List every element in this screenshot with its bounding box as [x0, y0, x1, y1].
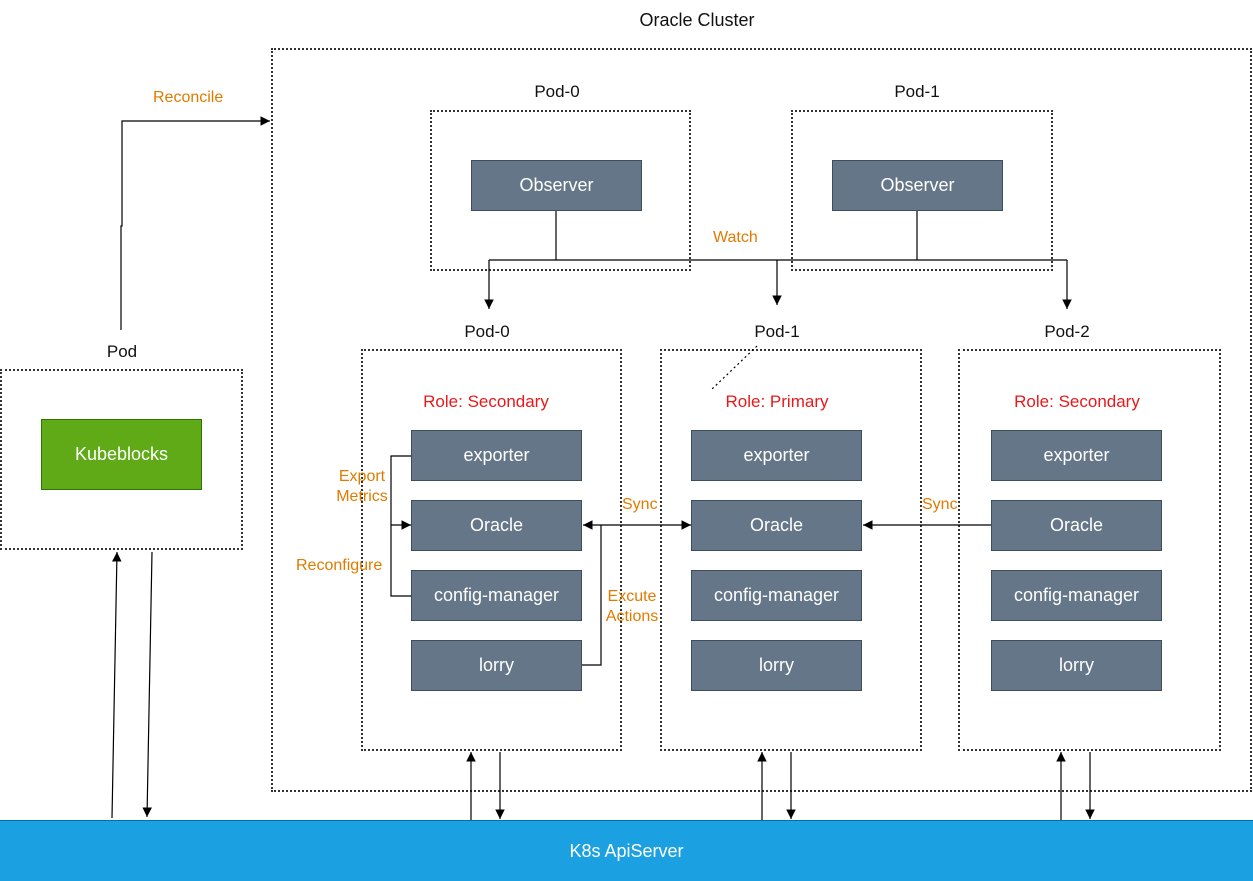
kubeblocks-pod: [0, 369, 243, 550]
config-manager-2[interactable]: config-manager: [991, 570, 1162, 621]
db-pod-2-title: Pod-2: [1044, 322, 1090, 341]
sync-label-right: Sync: [922, 496, 958, 513]
exporter-1[interactable]: exporter: [691, 430, 862, 481]
oracle-0[interactable]: Oracle: [411, 500, 582, 551]
config-manager-0[interactable]: config-manager: [411, 570, 582, 621]
reconcile-label: Reconcile: [153, 89, 224, 106]
export-metrics-bracket: [390, 455, 411, 597]
observer-pod-1: [791, 110, 1053, 271]
exporter-0[interactable]: exporter: [411, 430, 582, 481]
oracle-1[interactable]: Oracle: [691, 500, 862, 551]
lorry-0[interactable]: lorry: [411, 640, 582, 691]
kb-down-arrow: [142, 551, 153, 818]
execute-actions-label: Excute Actions: [605, 588, 659, 625]
watch-label: Watch: [713, 229, 758, 246]
lorry-2[interactable]: lorry: [991, 640, 1162, 691]
db-pod-0-title: Pod-0: [464, 322, 510, 341]
db-pod-0-role: Role: Secondary: [423, 392, 549, 411]
export-metrics-label: Export Metrics: [336, 468, 388, 505]
pod-1-dotted-link: [710, 345, 758, 391]
cluster-title: Oracle Cluster: [639, 10, 755, 30]
db-pod-2-role: Role: Secondary: [1014, 392, 1140, 411]
oracle-2[interactable]: Oracle: [991, 500, 1162, 551]
reconfigure-label: Reconfigure: [296, 557, 383, 574]
k8s-apiserver[interactable]: K8s ApiServer: [0, 820, 1253, 881]
kubeblocks[interactable]: Kubeblocks: [41, 419, 202, 490]
observer-pod-0-title: Pod-0: [534, 82, 580, 101]
reconcile-arrow: [120, 116, 270, 330]
kubeblocks-pod-title: Pod: [106, 342, 138, 361]
db-pod-1-role: Role: Primary: [725, 392, 829, 411]
observer-pod-0: [430, 110, 691, 271]
db-pod-1-title: Pod-1: [754, 322, 800, 341]
kb-up-arrow: [111, 551, 122, 819]
observer-1[interactable]: Observer: [832, 160, 1003, 211]
db-pod-1: [660, 349, 922, 751]
exporter-2[interactable]: exporter: [991, 430, 1162, 481]
execute-actions-bracket: [582, 525, 602, 666]
lorry-1[interactable]: lorry: [691, 640, 862, 691]
db-pod-2: [958, 349, 1221, 751]
sync-label-left: Sync: [622, 496, 658, 513]
config-manager-1[interactable]: config-manager: [691, 570, 862, 621]
observer-0[interactable]: Observer: [471, 160, 642, 211]
observer-pod-1-title: Pod-1: [894, 82, 940, 101]
db-pod-0: [361, 349, 622, 751]
